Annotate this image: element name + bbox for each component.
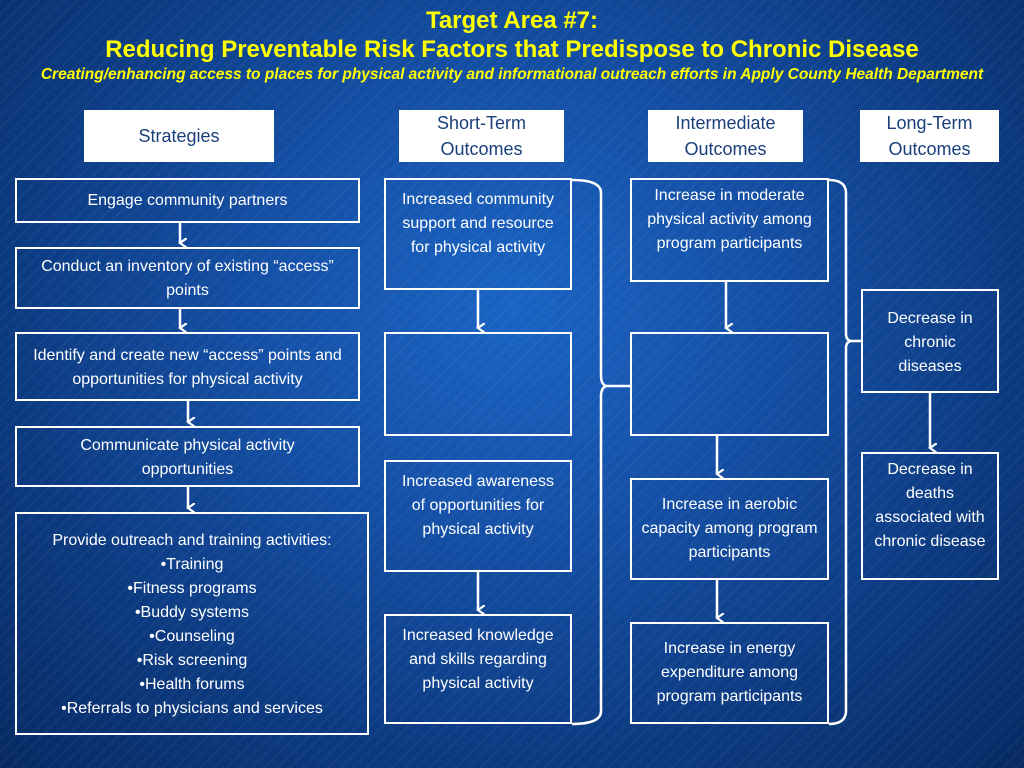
strategy-communicate: Communicate physical activity opportunit… [15,426,360,487]
long-term-2-text: Decrease in deaths associated with chron… [874,461,986,550]
subtitle: Creating/enhancing access to places for … [40,66,984,83]
long-term-deaths: Decrease in deaths associated with chron… [861,452,999,580]
bracket-short-term-bottom [571,384,607,726]
bracket-short-term-top [571,178,630,388]
header-intermediate: Intermediate Outcomes [648,110,803,162]
strategy-5-text: Provide outreach and training activities… [52,532,332,717]
short-term-1-text: Increased community support and resource… [401,191,555,256]
strategy-3-text: Identify and create new “access” points … [33,347,342,388]
title-block: Target Area #7: Reducing Preventable Ris… [0,6,1024,85]
intermediate-4-text: Increase in energy expenditure among pro… [656,640,803,705]
title-line2: Reducing Preventable Risk Factors that P… [105,36,919,63]
strategy-identify-create: Identify and create new “access” points … [15,332,360,401]
short-term-knowledge-skills: Increased knowledge and skills regarding… [384,614,572,724]
strategy-1-text: Engage community partners [87,192,288,209]
header-long-term-label: Long-Term Outcomes [886,113,973,159]
header-intermediate-label: Intermediate Outcomes [675,113,776,159]
intermediate-empty-box [630,332,829,436]
header-long-term: Long-Term Outcomes [860,110,999,162]
title-line1: Target Area #7: [425,7,599,34]
header-strategies: Strategies [84,110,274,162]
intermediate-aerobic-capacity: Increase in aerobic capacity among progr… [630,478,829,580]
header-strategies-label: Strategies [138,126,220,146]
intermediate-moderate-activity: Increase in moderate physical activity a… [630,178,829,282]
short-term-community-support: Increased community support and resource… [384,178,572,290]
header-short-term: Short-Term Outcomes [399,110,564,162]
short-term-3-text: Increased awareness of opportunities for… [401,473,555,538]
strategy-outreach-training: Provide outreach and training activities… [15,512,369,735]
intermediate-1-text: Increase in moderate physical activity a… [647,187,812,252]
short-term-4-text: Increased knowledge and skills regarding… [402,627,554,692]
header-short-term-label: Short-Term Outcomes [436,113,526,159]
intermediate-3-text: Increase in aerobic capacity among progr… [641,496,818,561]
intermediate-energy-expenditure: Increase in energy expenditure among pro… [630,622,829,724]
long-term-chronic-diseases: Decrease in chronic diseases [861,289,999,393]
short-term-empty-box [384,332,572,436]
bracket-intermediate-top [828,178,861,343]
long-term-1-text: Decrease in chronic diseases [887,310,973,375]
short-term-awareness: Increased awareness of opportunities for… [384,460,572,572]
strategy-4-text: Communicate physical activity opportunit… [80,437,295,478]
strategy-inventory: Conduct an inventory of existing “access… [15,247,360,309]
strategy-engage-partners: Engage community partners [15,178,360,223]
strategy-2-text: Conduct an inventory of existing “access… [41,258,334,299]
bracket-intermediate-bottom [828,339,852,726]
